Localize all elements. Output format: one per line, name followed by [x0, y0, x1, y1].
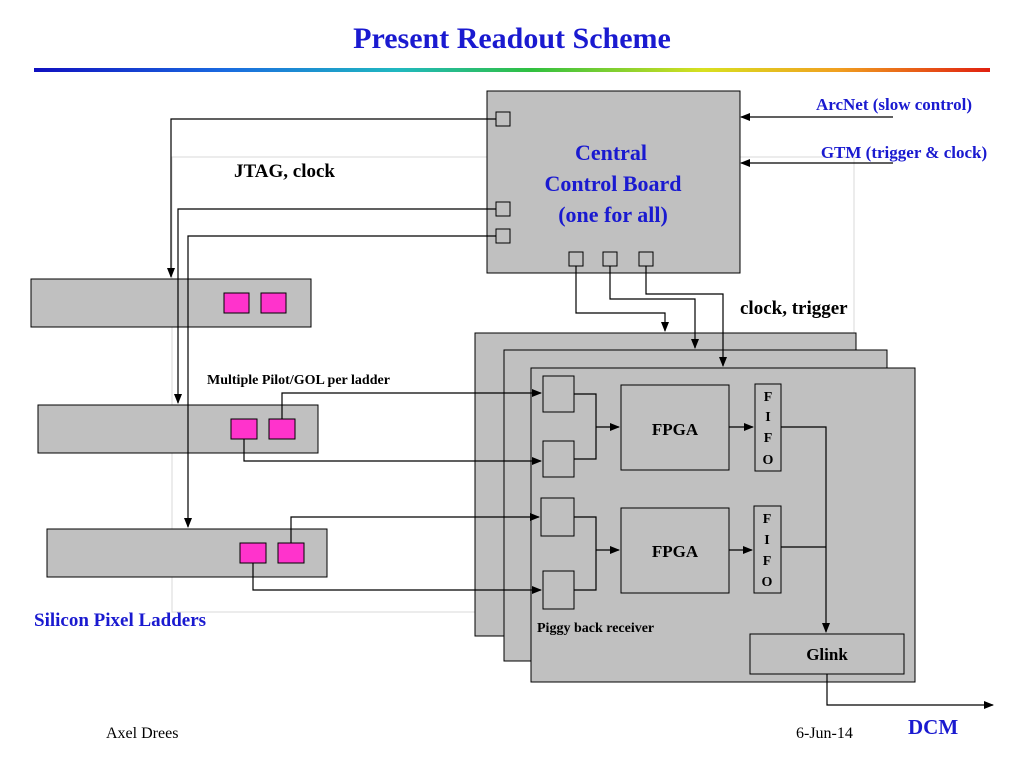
- ccb-label-line1: Central: [575, 140, 647, 165]
- ccb-label-line2: Control Board: [544, 171, 681, 196]
- fifo-2: [753, 505, 782, 594]
- glink-label: Glink: [806, 645, 848, 664]
- pilot-chip: [260, 292, 287, 314]
- clock-trigger-line-3: [645, 266, 727, 367]
- fifo-1-letter: F: [764, 431, 773, 446]
- dcm-label: DCM: [908, 715, 958, 739]
- clock-trigger-label: clock, trigger: [740, 298, 848, 319]
- fifo-2-letter: F: [763, 554, 772, 569]
- ccb-port: [495, 201, 511, 217]
- merge-line: [574, 393, 597, 427]
- gtm-label: GTM (trigger & clock): [821, 143, 987, 162]
- title-divider: [34, 68, 990, 72]
- receiver-input: [542, 440, 575, 478]
- data-line: [252, 563, 542, 594]
- fifo-2-letter: I: [764, 533, 769, 548]
- ccb-port: [638, 251, 654, 267]
- fpga-1-label: FPGA: [652, 420, 699, 439]
- ccb-label-line3: (one for all): [558, 202, 668, 227]
- fifo-1: [754, 383, 782, 472]
- pilot-chip: [239, 542, 267, 564]
- jtag-line-2: [174, 208, 496, 404]
- fifo-2-letter: F: [763, 512, 772, 527]
- arcnet-label: ArcNet (slow control): [816, 95, 972, 114]
- glink-box: [749, 633, 905, 675]
- pilot-chip: [268, 418, 296, 440]
- ccb-port: [568, 251, 584, 267]
- clock-trigger-line-2: [609, 266, 699, 349]
- fpga-2-label: FPGA: [652, 542, 699, 561]
- piggy-back-label: Piggy back receiver: [537, 621, 654, 636]
- clock-trigger-line-1: [575, 266, 669, 332]
- to-glink-arrow: [781, 426, 830, 633]
- merge-line: [574, 516, 597, 550]
- footer-date: 6-Jun-14: [796, 725, 853, 742]
- data-line: [290, 513, 540, 543]
- pilot-chip: [277, 542, 305, 564]
- fpga-2: [620, 507, 730, 594]
- fifo-1-letter: F: [764, 390, 773, 405]
- ccb-port: [602, 251, 618, 267]
- page-title: Present Readout Scheme: [353, 22, 671, 55]
- multiple-pilot-label: Multiple Pilot/GOL per ladder: [207, 373, 390, 388]
- receiver-input: [542, 570, 575, 610]
- data-line: [243, 439, 542, 465]
- pilot-chip: [230, 418, 258, 440]
- ccb-port: [495, 228, 511, 244]
- jtag-clock-label: JTAG, clock: [234, 161, 335, 182]
- data-line: [281, 389, 542, 419]
- jtag-line-3: [184, 235, 496, 528]
- fifo-1-letter: I: [765, 410, 770, 425]
- ccb-port: [495, 111, 511, 127]
- merge-line: [574, 427, 597, 460]
- jtag-line-1: [167, 118, 496, 278]
- central-control-board: [486, 90, 741, 274]
- fpga-1: [620, 384, 730, 471]
- receiver-input: [540, 497, 575, 537]
- fifo-1-letter: O: [763, 453, 774, 468]
- footer-author: Axel Drees: [106, 725, 179, 742]
- merge-line: [574, 550, 597, 591]
- receiver-input: [542, 375, 575, 413]
- fifo-2-letter: O: [762, 575, 773, 590]
- silicon-pixel-ladders-label: Silicon Pixel Ladders: [34, 610, 206, 631]
- pilot-chip: [223, 292, 250, 314]
- to-dcm-arrow: [826, 674, 994, 709]
